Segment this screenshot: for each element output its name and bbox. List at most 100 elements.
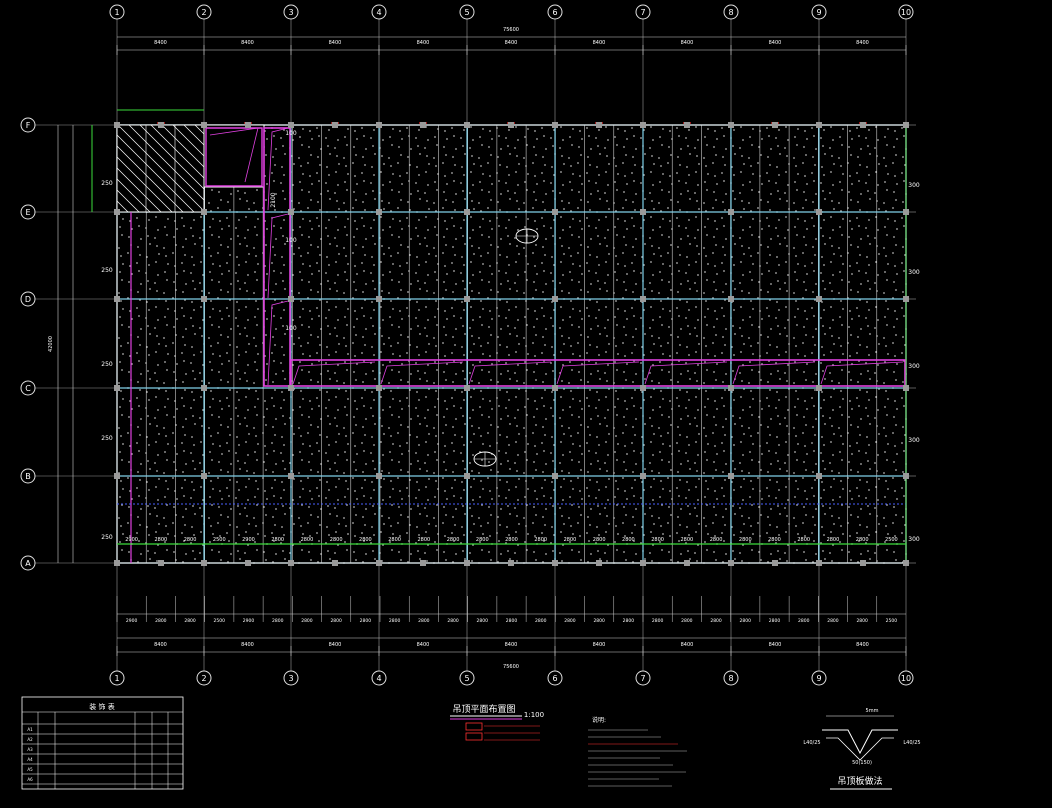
axis-bubble [20,291,36,307]
dim-sub-plan: 2800 [710,537,723,543]
hatch-line [117,124,205,212]
axis-label: 4 [376,8,381,17]
column-node [816,473,822,479]
axis-label: 6 [552,674,557,683]
dim-sub-plan: 2800 [330,537,343,543]
duct-horizontal [290,359,906,387]
dim-sub: 2800 [447,618,459,624]
axis-label: 9 [816,8,821,17]
dim-sub: 2800 [477,618,489,624]
column-node [245,560,251,566]
hatch-line [116,145,184,213]
axis-label: F [26,121,31,130]
column-node [376,560,382,566]
axis-label: 10 [901,674,911,683]
mid-label: 100 [285,130,297,137]
hatch-line [150,124,205,179]
dim-bay: 8400 [505,642,518,648]
column-node [772,560,778,566]
column-node [114,296,120,302]
detail-dim-left: L40/25 [803,740,820,746]
axis-bubble [20,380,36,396]
dim-bay: 8400 [329,40,342,46]
column-node [114,122,120,128]
column-node [596,122,602,128]
axis-label: A [25,559,31,568]
column-node [288,122,294,128]
dim-sub-plan: 2500 [885,537,898,543]
axis-bubble [459,670,475,686]
column-node [903,560,909,566]
dim-sub: 2900 [243,618,255,624]
column-node [816,385,822,391]
dim-sub: 2500 [214,618,226,624]
column-node [860,122,866,128]
dim-bay: 8400 [593,40,606,46]
dim-sub: 2800 [535,618,547,624]
axis-bubble [547,670,563,686]
column-node [332,122,338,128]
dim-bay: 8400 [856,642,869,648]
legend-cell: A3 [27,747,33,752]
column-node [288,473,294,479]
legend-swatch [465,732,483,741]
duct-shape [468,361,552,385]
column-node [114,209,120,215]
column-node [860,560,866,566]
column-node [201,122,207,128]
axis-label: 10 [901,8,911,17]
legend-swatch [465,722,483,731]
axis-label: E [25,208,30,217]
dim-sub-plan: 2800 [768,537,781,543]
column-node [376,296,382,302]
column-node [903,385,909,391]
right-label: 300 [908,269,920,276]
axis-label: 4 [376,674,381,683]
axis-label: D [25,295,31,304]
dim-sub-plan: 2800 [651,537,664,543]
dim-total-bottom: 75600 [503,664,519,670]
dim-bay: 8400 [856,40,869,46]
column-node [728,385,734,391]
dim-bay: 8400 [681,40,694,46]
dim-sub-plan: 2800 [301,537,314,543]
axis-bubble [371,670,387,686]
column-node [201,209,207,215]
hatch-line [116,189,140,213]
column-node [640,296,646,302]
axis-bubble [811,670,827,686]
mid-label: 100 [285,325,297,332]
legend-cell: A1 [27,727,33,732]
dim-sub-plan: 2800 [827,537,840,543]
column-node [201,385,207,391]
dim-sub: 2800 [593,618,605,624]
column-node [728,473,734,479]
axis-label: 8 [728,8,733,17]
column-node [114,473,120,479]
dim-bay: 8400 [241,40,254,46]
dim-bay: 8400 [593,642,606,648]
detail-dim-bottom: 50(150) [852,760,872,766]
dim-sub: 2800 [389,618,401,624]
notes-title: 说明: [592,716,606,724]
column-node [158,560,164,566]
column-node [816,122,822,128]
ceiling-dot-hatch [118,126,907,564]
duct-shape [267,300,289,386]
column-node [903,296,909,302]
void-block [203,124,265,188]
column-node [552,385,558,391]
dim-bay: 8400 [769,642,782,648]
hatch-line [116,200,129,213]
mid-label: 100 [285,237,297,244]
hatch-line [116,134,195,213]
hatch-line [116,178,151,213]
axis-bubble [283,670,299,686]
column-node [552,122,558,128]
dim-sub: 2800 [681,618,693,624]
column-node [640,122,646,128]
dim-sub: 2800 [330,618,342,624]
legend-title: 装 饰 表 [89,702,114,711]
drawing-title: 吊顶平面布置图 [452,703,515,715]
dim-sub-plan: 2800 [680,537,693,543]
